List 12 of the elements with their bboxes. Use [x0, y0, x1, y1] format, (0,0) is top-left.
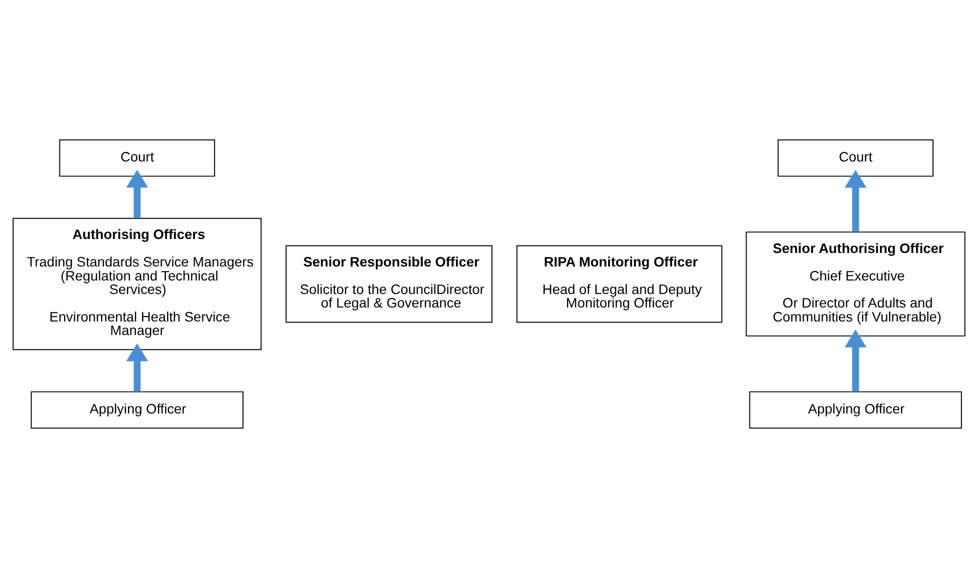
- node-box: Court: [778, 139, 934, 177]
- arrow: [126, 343, 148, 392]
- node-box: RIPA Monitoring Officer Head of Legal and Deputy Monitoring Officer: [516, 245, 722, 323]
- node-box: Authorising Officers Trading Standards Service Managers (Regulation and Technical Services) Environmental Health Service Manager: [12, 218, 262, 350]
- arrow: [126, 170, 148, 218]
- arrow: [844, 170, 866, 232]
- node-box: Senior Responsible Officer Solicitor to the CouncilDirector of Legal & Governance: [286, 245, 492, 323]
- arrow: [844, 330, 866, 392]
- node-box: Court: [59, 139, 216, 177]
- node-box: Applying Officer: [749, 391, 962, 429]
- node-box: Applying Officer: [30, 391, 244, 429]
- node-box: Senior Authorising Officer Chief Executive Or Director of Adults and Communities (if Vulnerable): [746, 232, 966, 336]
